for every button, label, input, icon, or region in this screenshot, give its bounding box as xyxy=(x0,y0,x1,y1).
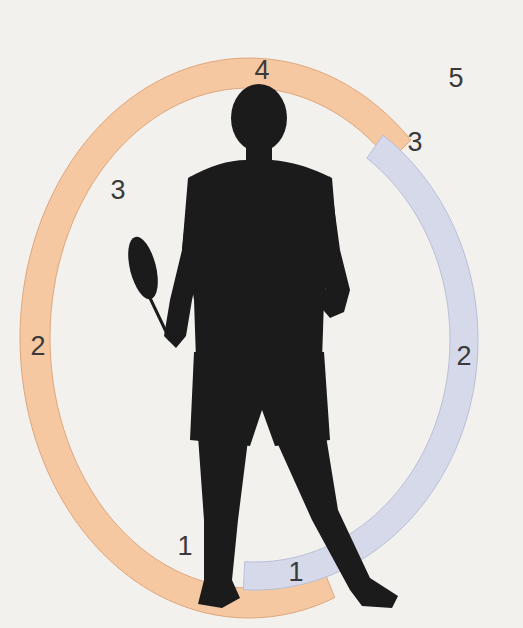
player-silhouette xyxy=(123,84,398,608)
sequence-number: 1 xyxy=(177,533,192,560)
left-arm xyxy=(164,176,206,348)
shorts xyxy=(190,352,330,446)
racket-handle xyxy=(150,298,170,340)
sequence-number: 3 xyxy=(110,177,125,204)
sequence-number: 1 xyxy=(288,559,303,586)
sequence-number: 2 xyxy=(30,333,45,360)
right-arm xyxy=(314,176,350,318)
movement-bands xyxy=(20,58,478,618)
sequence-number: 2 xyxy=(456,343,471,370)
sequence-number: 4 xyxy=(254,57,269,84)
racket-head xyxy=(123,234,164,302)
sequence-number: 5 xyxy=(448,65,463,92)
torso xyxy=(182,160,338,360)
left-leg xyxy=(198,436,248,608)
sequence-number: 3 xyxy=(407,129,422,156)
right-leg xyxy=(276,436,398,608)
